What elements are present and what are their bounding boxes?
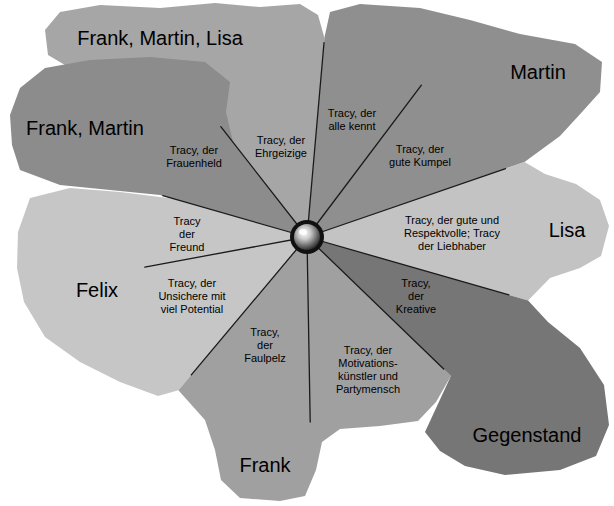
label-slot: Tracy, der gute und Respektvolle; Tracy … [402, 214, 503, 253]
person-name: Frank, Martin, Lisa [77, 26, 243, 50]
sector-label: Tracy, der gute Kumpel [387, 143, 453, 169]
radial-divider [307, 85, 421, 237]
radial-divider [307, 169, 506, 237]
petal-outline [178, 237, 451, 501]
label-slot: Lisa [549, 218, 586, 242]
sector-label: Tracy, der Ehrgeizige [253, 134, 309, 160]
radial-divider [221, 127, 307, 237]
label-slot: Frank, Martin, Lisa [77, 26, 243, 50]
person-name: Felix [76, 278, 118, 302]
label-slot: Tracy der Freund [164, 215, 210, 254]
person-name: Gegenstand [473, 423, 582, 447]
label-slot: Martin [510, 60, 566, 84]
sector-label: Tracy, der Faulpelz [241, 326, 289, 365]
label-slot: Tracy, der alle kennt [327, 107, 377, 133]
radial-divider [307, 237, 310, 422]
radial-divider [307, 237, 444, 369]
person-name: Frank, Martin [26, 116, 144, 140]
label-slot: Tracy, der Faulpelz [241, 326, 289, 365]
sector-label: Tracy der Freund [164, 215, 210, 254]
sphere-highlight [299, 229, 307, 235]
sector-label: Tracy, der gute und Respektvolle; Tracy … [402, 214, 503, 253]
center-sphere [294, 224, 320, 250]
label-slot: Tracy, der Motivations- künstler und Par… [334, 344, 402, 396]
sector-label: Tracy, der Kreative [392, 277, 440, 316]
person-name: Frank [239, 453, 290, 477]
person-name: Martin [510, 60, 566, 84]
label-slot: Gegenstand [473, 423, 582, 447]
radial-divider [307, 43, 324, 237]
petal-outline [307, 237, 609, 475]
sector-label: Tracy, der Motivations- künstler und Par… [334, 344, 402, 396]
radial-divider [163, 196, 307, 237]
radial-divider [145, 237, 307, 267]
person-name: Lisa [549, 218, 586, 242]
sector-label: Tracy, der Frauenheld [164, 144, 224, 170]
label-slot: Tracy, der gute Kumpel [387, 143, 453, 169]
label-slot: Frank, Martin [26, 116, 144, 140]
label-slot: Tracy, der Unsichere mit viel Potential [157, 277, 227, 316]
label-slot: Tracy, der Ehrgeizige [253, 134, 309, 160]
label-slot: Tracy, der Kreative [392, 277, 440, 316]
sector-label: Tracy, der alle kennt [327, 107, 377, 133]
label-slot: Frank [239, 453, 290, 477]
sector-label: Tracy, der Unsichere mit viel Potential [157, 277, 227, 316]
label-slot: Felix [76, 278, 118, 302]
center-sphere-ring [290, 220, 324, 254]
radial-divider [191, 237, 307, 375]
label-slot: Tracy, der Frauenheld [164, 144, 224, 170]
